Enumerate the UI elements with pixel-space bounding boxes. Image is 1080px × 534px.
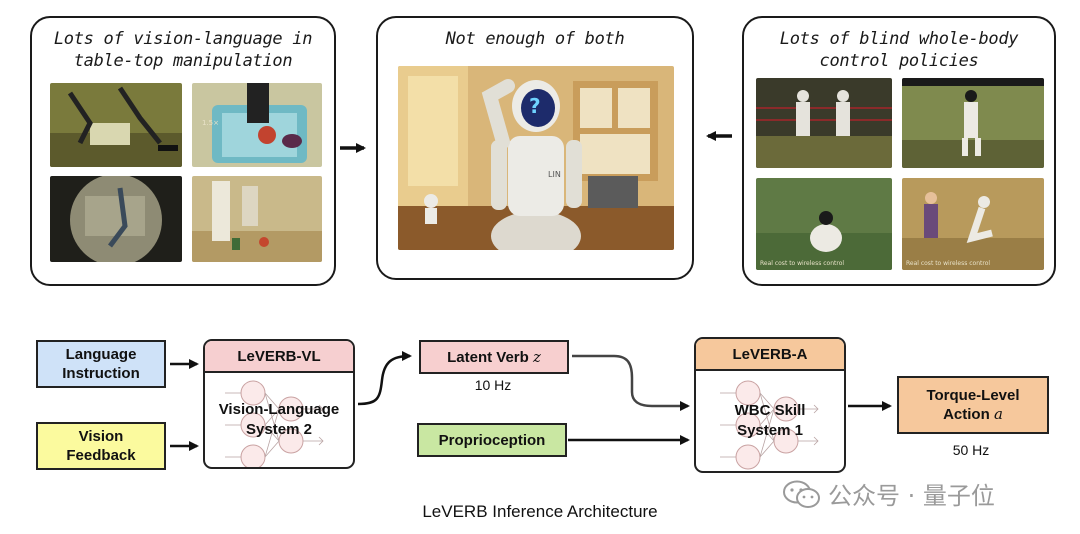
neural-net-icon — [225, 380, 324, 467]
leverb-a-title: LeVERB-A — [696, 339, 844, 371]
torque-action-line1: Torque-Level — [926, 387, 1020, 404]
thumb-crouch-caption: Real cost to wireless control — [760, 260, 845, 267]
leverb-vl-module: LeVERB-VL Vision-Language System 2 — [203, 339, 355, 469]
robot-chest-label: LIN — [548, 170, 561, 179]
panel-right-title-line2: control policies — [819, 51, 979, 71]
thumb-tabletop-fisheye — [50, 176, 182, 262]
torque-action-word: Action — [943, 406, 990, 423]
wechat-icon — [783, 480, 820, 508]
leverb-vl-body: Vision-Language System 2 — [205, 373, 353, 467]
panel-whole-body-control: Lots of blind whole-body control policie… — [742, 16, 1056, 286]
panel-left-title-line2: table-top manipulation — [73, 51, 293, 71]
leverb-a-module: LeVERB-A WBC Skill System 1 — [694, 337, 846, 473]
latent-verb-frequency: 10 Hz — [474, 377, 512, 393]
torque-action-line2: Action a — [943, 405, 1003, 424]
panel-right-title: Lots of blind whole-body control policie… — [744, 28, 1054, 72]
language-instruction-box: Language Instruction — [36, 340, 166, 388]
latent-verb-box: Latent Verb z — [419, 340, 569, 374]
leverb-vl-body-text: Vision-Language System 2 — [218, 401, 340, 438]
thumb-crouching-robot: Real cost to wireless control — [756, 178, 892, 270]
robot-question-mark: ? — [529, 94, 541, 118]
thumb-tabletop-sink: 1.5× — [192, 83, 322, 167]
torque-action-frequency: 50 Hz — [952, 442, 990, 458]
figure-caption: LeVERB Inference Architecture — [422, 502, 658, 521]
watermark-text: 公众号 · 量子位 — [828, 482, 995, 510]
proprioception-box: Proprioception — [417, 423, 567, 457]
panel-left-title-line1: Lots of vision-language in — [53, 29, 313, 49]
panel-vision-language: Lots of vision-language in table-top man… — [30, 16, 336, 286]
thumb-robot-room — [902, 78, 1044, 168]
arrow-vl-to-latent — [357, 351, 412, 406]
watermark: 公众号 · 量子位 — [782, 476, 995, 511]
arrow-latent-to-a — [572, 354, 690, 411]
leverb-a-body: WBC Skill System 1 — [696, 371, 844, 471]
latent-verb-label: Latent Verb — [447, 348, 529, 366]
thumb-sink-caption: 1.5× — [202, 119, 219, 127]
latent-verb-symbol: z — [532, 347, 541, 366]
panel-not-enough: Not enough of both ? LIN — [376, 16, 694, 280]
vision-feedback-box: Vision Feedback — [36, 422, 166, 470]
thumb-kick-caption: Real cost to wireless control — [906, 260, 991, 267]
thumb-kick-robot: Real cost to wireless control — [902, 178, 1044, 270]
thumb-tabletop-grippers — [50, 83, 182, 167]
panel-vision-language-title: Lots of vision-language in table-top man… — [32, 28, 334, 72]
leverb-vl-title: LeVERB-VL — [205, 341, 353, 373]
thumb-tabletop-arm — [192, 176, 322, 262]
panel-right-title-line1: Lots of blind whole-body — [779, 29, 1019, 49]
leverb-a-body-text: WBC Skill System 1 — [734, 402, 806, 439]
torque-action-box: Torque-Level Action a — [897, 376, 1049, 434]
panel-middle-title: Not enough of both — [445, 29, 625, 49]
neural-net-icon — [720, 380, 819, 470]
thumb-boxing-robots — [756, 78, 892, 168]
illustration-confused-robot: ? LIN — [398, 66, 674, 250]
torque-action-symbol: a — [993, 405, 1003, 423]
